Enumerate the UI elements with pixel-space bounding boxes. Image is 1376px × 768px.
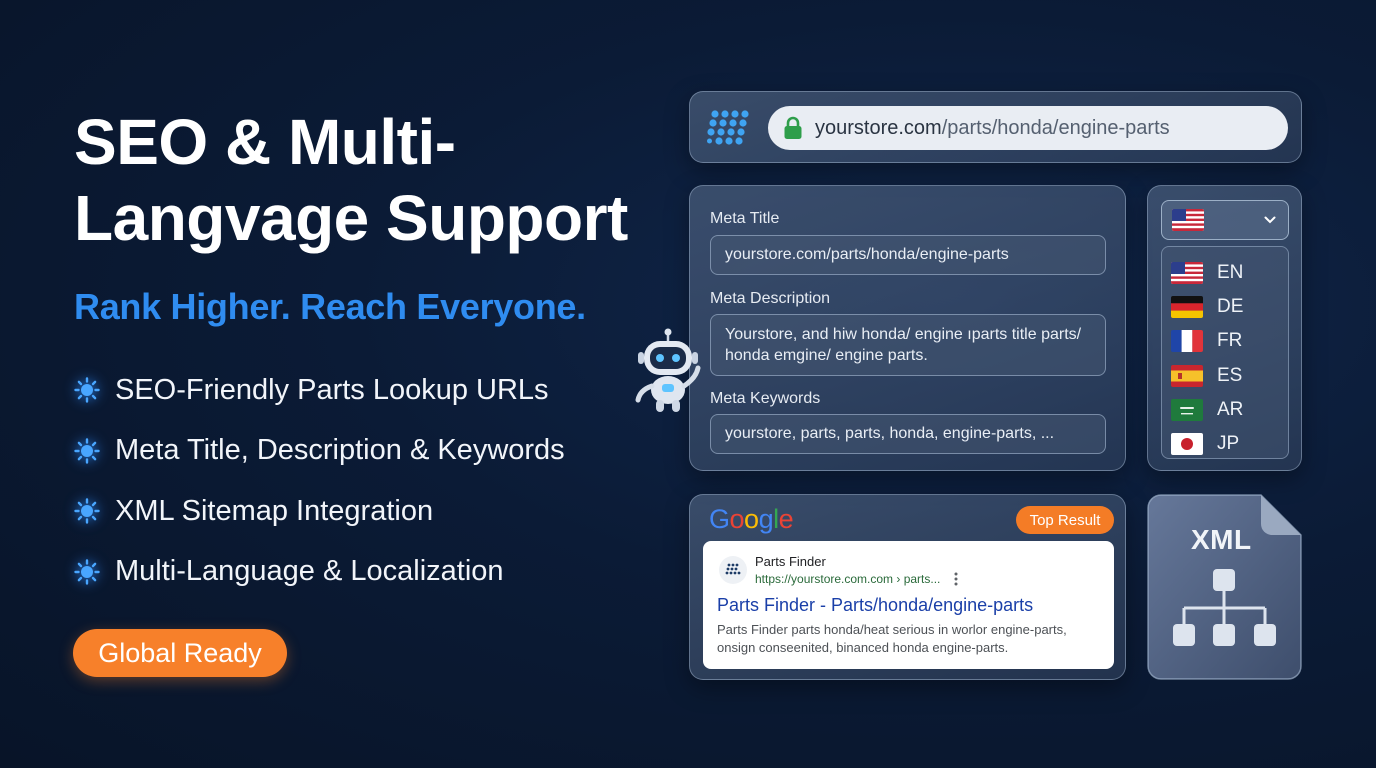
feature-label: XML Sitemap Integration (115, 494, 434, 527)
meta-title-label: Meta Title (710, 210, 780, 227)
japan-flag-icon (1171, 433, 1203, 456)
logo-letter: o (729, 504, 745, 534)
meta-form-panel: Meta Title yourstore.com/parts/honda/eng… (689, 185, 1126, 471)
address-bar[interactable]: yourstore.com/parts/honda/engine-parts (768, 106, 1288, 150)
sparkle-icon (74, 498, 100, 524)
xml-label: XML (1191, 524, 1252, 555)
language-option-es[interactable]: ES (1162, 359, 1288, 393)
dot-grid-icon (707, 110, 749, 145)
language-panel: EN DE FR ES AR (1147, 185, 1302, 471)
chevron-down-icon (1264, 216, 1276, 224)
feature-list: SEO-Friendly Parts Lookup URLs Meta Titl… (74, 368, 565, 610)
logo-letter: e (778, 504, 794, 534)
top-result-badge: Top Result (1016, 506, 1114, 534)
lock-icon (784, 116, 802, 139)
language-options: EN DE FR ES AR (1161, 246, 1289, 459)
feature-label: Meta Title, Description & Keywords (115, 434, 565, 466)
global-ready-badge[interactable]: Global Ready (73, 629, 287, 677)
result-snippet: Parts Finder parts honda/heat serious in… (717, 622, 1067, 655)
meta-title-field[interactable]: yourstore.com/parts/honda/engine-parts (710, 235, 1106, 275)
sparkle-icon (74, 377, 100, 403)
meta-description-field[interactable]: Yourstore, and hiw honda/ engine ıparts … (710, 314, 1106, 376)
sparkle-icon (74, 558, 100, 585)
language-code: DE (1217, 296, 1244, 318)
logo-letter: g (758, 504, 774, 534)
spain-flag-icon (1171, 364, 1203, 387)
google-logo: Google (709, 504, 794, 535)
us-flag-icon (1172, 209, 1204, 231)
dot-grid-icon (725, 563, 741, 575)
hero-tagline: Rank Higher. Reach Everyone. (74, 286, 586, 327)
url-domain: yourstore.com (815, 116, 942, 139)
language-code: ES (1217, 364, 1243, 386)
language-code: JP (1217, 433, 1240, 455)
feature-item: XML Sitemap Integration (74, 489, 565, 533)
language-code: FR (1217, 330, 1243, 352)
url-text: yourstore.com/parts/honda/engine-parts (815, 117, 1170, 140)
language-option-en[interactable]: EN (1162, 256, 1288, 290)
language-option-jp[interactable]: JP (1162, 427, 1288, 461)
logo-letter: o (744, 504, 759, 534)
feature-item: SEO-Friendly Parts Lookup URLs (74, 368, 565, 412)
feature-label: SEO-Friendly Parts Lookup URLs (115, 373, 549, 406)
search-result-card[interactable]: Parts Finder https://yourstore.com.com ›… (703, 541, 1114, 669)
hero-title: SEO & Multi-Langvage Support (74, 106, 628, 254)
saudi-flag-icon (1171, 398, 1203, 421)
sparkle-icon (74, 437, 100, 464)
language-option-fr[interactable]: FR (1162, 324, 1288, 358)
more-options-icon[interactable] (954, 572, 958, 586)
url-path: /parts/honda/engine-parts (941, 116, 1170, 139)
meta-keywords-field[interactable]: yourstore, parts, parts, honda, engine-p… (710, 414, 1106, 454)
xml-sitemap-panel: XML (1147, 494, 1302, 680)
feature-label: Multi-Language & Localization (115, 555, 504, 587)
language-code: EN (1217, 262, 1244, 284)
url-bar-panel: yourstore.com/parts/honda/engine-parts (689, 91, 1302, 163)
us-flag-icon (1171, 262, 1203, 285)
meta-description-label: Meta Description (710, 290, 831, 307)
search-result-panel: Google Top Result Parts Finder https://y… (689, 494, 1126, 680)
robot-icon (635, 328, 701, 412)
germany-flag-icon (1171, 296, 1203, 319)
logo-letter: l (773, 504, 779, 534)
site-favicon (719, 556, 747, 584)
language-code: AR (1217, 398, 1244, 420)
result-site-name: Parts Finder (755, 554, 826, 569)
language-dropdown[interactable] (1161, 200, 1289, 240)
result-site-url[interactable]: https://yourstore.com.com › parts... (755, 572, 941, 586)
feature-item: Multi-Language & Localization (74, 550, 565, 594)
language-option-ar[interactable]: AR (1162, 393, 1288, 427)
france-flag-icon (1171, 330, 1203, 353)
meta-keywords-label: Meta Keywords (710, 390, 821, 407)
sitemap-file-icon (1147, 494, 1302, 680)
logo-letter: G (709, 504, 730, 534)
result-title-link[interactable]: Parts Finder - Parts/honda/engine-parts (717, 595, 1034, 615)
feature-item: Meta Title, Description & Keywords (74, 429, 565, 473)
language-option-de[interactable]: DE (1162, 290, 1288, 324)
